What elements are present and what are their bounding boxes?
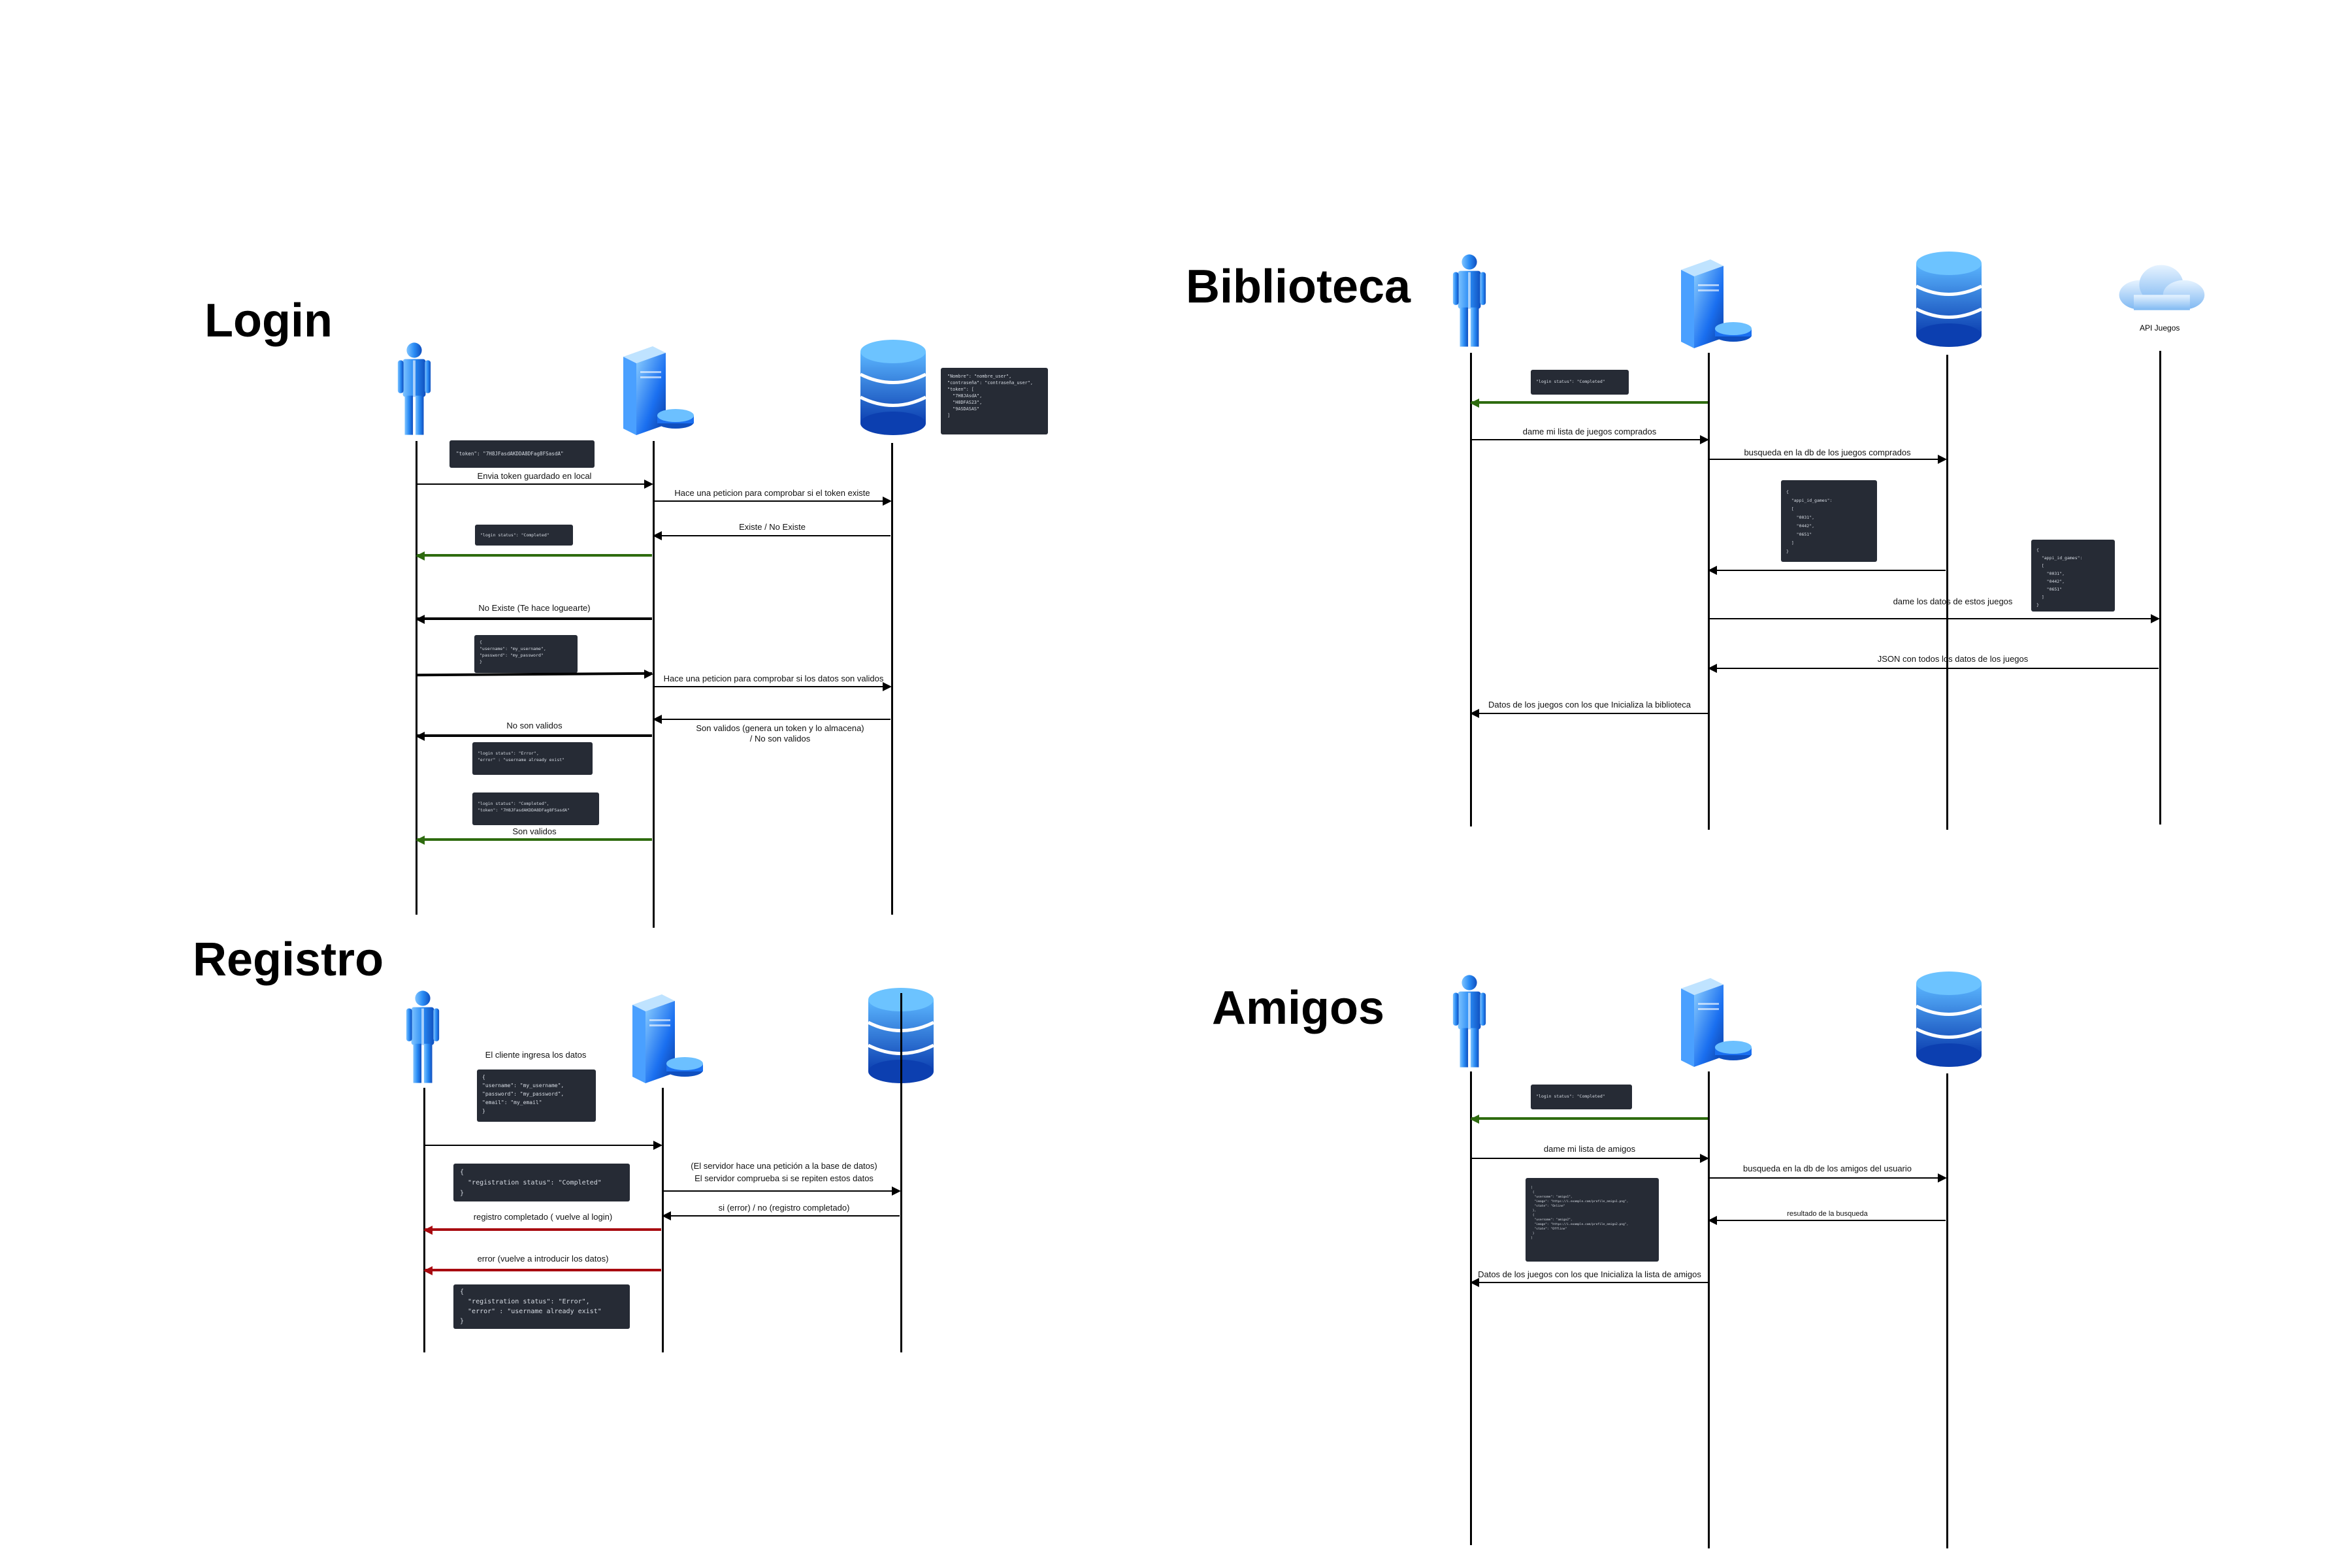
login-msg-send-token: Envia token guardado en local — [477, 471, 592, 481]
user-icon — [395, 340, 433, 438]
biblioteca-arrow-db-search — [1709, 455, 1947, 464]
biblioteca-api-lifeline — [2159, 351, 2161, 825]
biblioteca-status-code: "login status": "Completed" — [1531, 370, 1629, 395]
server-icon — [617, 345, 695, 436]
biblioteca-db-lifeline — [1946, 355, 1948, 830]
amigos-arrow-db-result — [1708, 1216, 1946, 1225]
registro-arrow-db-result — [662, 1211, 900, 1220]
amigos-db-lifeline — [1946, 1073, 1948, 1548]
cloud-icon — [2115, 261, 2207, 316]
amigos-arrow-status — [1470, 1115, 1708, 1124]
database-icon — [1913, 970, 1985, 1068]
registro-note-1: (El servidor hace una petición a la base… — [691, 1161, 877, 1171]
amigos-status-code: "login status": "Completed" — [1531, 1085, 1632, 1109]
amigos-msg-db-result: resultado de la busqueda — [1787, 1210, 1868, 1218]
server-icon — [1674, 977, 1753, 1068]
login-arrow-not-exists — [416, 615, 652, 624]
registro-arrow-ok — [423, 1226, 661, 1235]
registro-input-code: { "username": "my_username", "password":… — [477, 1070, 596, 1122]
amigos-msg-init: Datos de los juegos con los que Iniciali… — [1478, 1269, 1701, 1279]
login-credentials-code: { "username": "my_username", "password":… — [474, 635, 578, 673]
biblioteca-arrow-init — [1470, 709, 1708, 718]
database-icon — [1913, 250, 1985, 348]
login-status-code: "login status": "Completed" — [475, 525, 573, 546]
biblioteca-msg-api-request: dame los datos de estos juegos — [1893, 596, 2013, 606]
login-arrow-not-valid — [416, 732, 652, 741]
biblioteca-msg-api-json: JSON con todos los datos de los juegos — [1877, 654, 2029, 664]
login-arrow-send-token — [417, 480, 653, 489]
amigos-client-lifeline — [1470, 1071, 1472, 1545]
user-icon — [404, 988, 442, 1086]
login-title: Login — [204, 295, 333, 347]
biblioteca-arrow-api-json — [1708, 664, 2159, 673]
biblioteca-games-code-db: { "appi_id_games": [ "0031", "0442", "06… — [1781, 480, 1877, 562]
registro-client-lifeline — [423, 1088, 425, 1352]
amigos-arrow-request — [1471, 1154, 1709, 1163]
login-msg-valid-result-2: / No son validos — [749, 734, 811, 743]
login-msg-valid: Son validos — [512, 826, 557, 836]
login-msg-valid-result-1: Son validos (genera un token y lo almace… — [696, 723, 864, 733]
login-arrow-exists — [653, 531, 890, 540]
server-icon — [1674, 258, 1753, 350]
login-db-record-code: "Nombre": "nombre_user", "contraseña": "… — [941, 368, 1048, 434]
login-msg-exists: Existe / No Existe — [739, 522, 806, 532]
biblioteca-games-code-api: { "appi_id_games": [ "0031", "0442", "06… — [2031, 540, 2115, 612]
login-token-code: "token": "7H8JFasdAKDDA8DFag8FSasdA" — [449, 440, 595, 468]
login-msg-not-exists: No Existe (Te hace loguearte) — [478, 603, 591, 613]
login-arrow-check-token — [654, 497, 892, 506]
amigos-server-lifeline — [1708, 1071, 1710, 1548]
registro-arrow-input — [425, 1141, 662, 1150]
login-token-status-code: "login status": "Completed", "token": "7… — [472, 792, 599, 825]
amigos-msg-request: dame mi lista de amigos — [1543, 1144, 1636, 1154]
amigos-arrow-db-search — [1709, 1173, 1947, 1183]
registro-msg-ok: registro completado ( vuelve al login) — [473, 1212, 613, 1222]
registro-arrow-error — [423, 1266, 661, 1275]
biblioteca-msg-db-search: busqueda en la db de los juegos comprado… — [1744, 448, 1911, 457]
registro-error-code: { "registration status": "Error", "error… — [453, 1284, 630, 1329]
login-msg-check-token: Hace una peticion para comprobar si el t… — [674, 488, 870, 498]
login-db-lifeline — [891, 443, 893, 915]
biblioteca-msg-request: dame mi lista de juegos comprados — [1522, 427, 1657, 436]
registro-title: Registro — [193, 934, 384, 986]
biblioteca-server-lifeline — [1708, 353, 1710, 830]
registro-db-lifeline — [900, 993, 902, 1352]
biblioteca-msg-init: Datos de los juegos con los que Iniciali… — [1488, 700, 1691, 710]
user-icon — [1450, 972, 1488, 1070]
registro-msg-client: El cliente ingresa los datos — [485, 1050, 587, 1060]
biblioteca-title: Biblioteca — [1186, 261, 1411, 313]
registro-completed-code: { "registration status": "Completed" } — [453, 1164, 630, 1201]
biblioteca-arrow-db-result — [1708, 566, 1946, 575]
login-client-lifeline — [416, 441, 417, 915]
login-arrow-valid-result — [653, 715, 890, 724]
biblioteca-client-lifeline — [1470, 353, 1472, 826]
amigos-friends-code: [ { "username": "amigo1", "image": "http… — [1526, 1178, 1659, 1262]
api-juegos-label: API Juegos — [2140, 323, 2180, 333]
biblioteca-arrow-status — [1470, 399, 1708, 408]
login-server-lifeline — [653, 441, 655, 928]
login-arrow-credentials — [416, 672, 653, 677]
registro-note-2: El servidor comprueba si se repiten esto… — [694, 1173, 874, 1183]
registro-msg-db-result: si (error) / no (registro completado) — [718, 1203, 850, 1213]
database-icon — [857, 338, 929, 436]
server-icon — [626, 993, 704, 1085]
amigos-arrow-init — [1470, 1278, 1708, 1287]
biblioteca-arrow-request — [1471, 435, 1709, 444]
login-arrow-validate — [654, 682, 892, 691]
registro-arrow-check — [663, 1186, 901, 1196]
registro-msg-error: error (vuelve a introducir los datos) — [477, 1254, 609, 1264]
login-msg-validate: Hace una peticion para comprobar si los … — [663, 674, 884, 683]
login-arrow-status-ok — [416, 551, 652, 561]
amigos-msg-db-search: busqueda en la db de los amigos del usua… — [1742, 1164, 1912, 1173]
login-error-code: "login status": "Error", "error" : "user… — [472, 742, 593, 775]
login-msg-not-valid: No son validos — [506, 721, 563, 730]
amigos-title: Amigos — [1212, 982, 1385, 1034]
login-arrow-valid — [416, 836, 652, 845]
user-icon — [1450, 252, 1488, 350]
biblioteca-arrow-api-request — [1709, 614, 2160, 623]
